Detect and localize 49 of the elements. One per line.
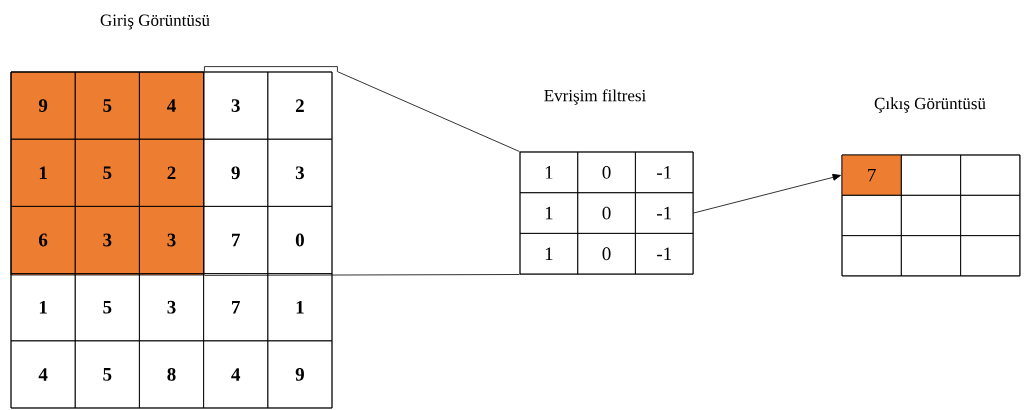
number-cell: 0 bbox=[577, 192, 636, 234]
number-cell: 0 bbox=[267, 206, 333, 274]
number-cell: 1 bbox=[519, 151, 579, 194]
number-cell: 9 bbox=[10, 71, 76, 140]
number-cell: 1 bbox=[267, 273, 333, 342]
number-cell: 7 bbox=[841, 154, 902, 196]
empty-cell bbox=[841, 194, 902, 236]
number-cell: 4 bbox=[139, 71, 204, 140]
number-cell: 8 bbox=[139, 340, 204, 409]
number-cell: 1 bbox=[10, 138, 76, 207]
number-cell: 0 bbox=[577, 233, 636, 275]
number-cell: 3 bbox=[139, 273, 204, 342]
number-cell: 5 bbox=[74, 138, 140, 207]
empty-cell bbox=[841, 235, 902, 277]
number-cell: 3 bbox=[74, 206, 140, 274]
grid-title: Evrişim filtresi bbox=[544, 89, 646, 105]
empty-cell bbox=[960, 194, 1021, 236]
number-cell: 3 bbox=[203, 71, 269, 140]
number-cell: 4 bbox=[10, 340, 76, 409]
connector-line bbox=[204, 66, 520, 152]
number-cell: 7 bbox=[203, 273, 269, 342]
connector-line bbox=[693, 173, 841, 214]
highlighted-region bbox=[10, 71, 205, 276]
number-cell: 4 bbox=[203, 340, 269, 409]
number-cell: 5 bbox=[74, 71, 140, 140]
number-cell: 7 bbox=[203, 206, 269, 274]
empty-cell bbox=[900, 194, 961, 236]
number-cell: -1 bbox=[635, 233, 694, 275]
number-cell: -1 bbox=[635, 151, 694, 194]
number-cell: 1 bbox=[519, 233, 579, 275]
number-cell: 3 bbox=[139, 206, 204, 274]
number-cell: 1 bbox=[519, 192, 579, 234]
number-cell: 2 bbox=[267, 71, 333, 140]
number-cell: 2 bbox=[139, 138, 204, 207]
number-cell: 5 bbox=[74, 273, 140, 342]
connector-line bbox=[204, 274, 520, 276]
empty-cell bbox=[960, 235, 1021, 277]
number-cell: 9 bbox=[267, 340, 333, 409]
number-cell: 3 bbox=[267, 138, 333, 207]
number-cell: 6 bbox=[10, 206, 76, 274]
grid-title: Çıkış Görüntüsü bbox=[874, 97, 986, 113]
empty-cell bbox=[960, 154, 1021, 196]
number-cell: -1 bbox=[635, 192, 694, 234]
empty-cell bbox=[900, 235, 961, 277]
number-cell: 0 bbox=[577, 151, 636, 194]
grid-title: Giriş Görüntüsü bbox=[100, 14, 210, 30]
number-cell: 1 bbox=[10, 273, 76, 342]
number-cell: 9 bbox=[203, 138, 269, 207]
number-cell: 5 bbox=[74, 340, 140, 409]
